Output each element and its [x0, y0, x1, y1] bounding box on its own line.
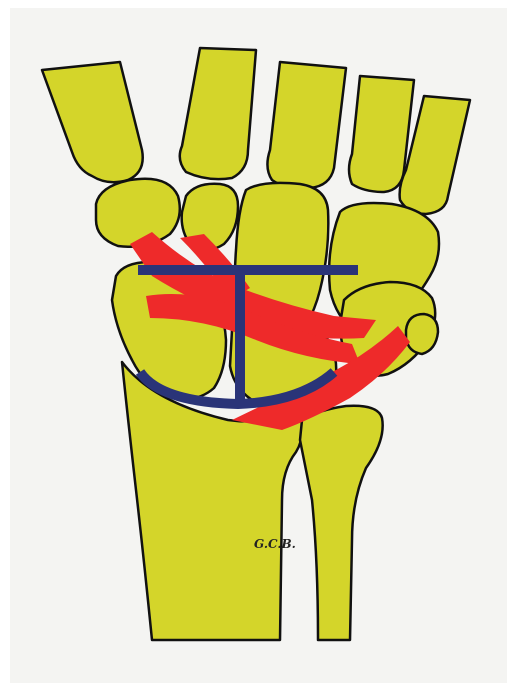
trapezium	[96, 179, 180, 247]
metacarpal-3	[267, 62, 346, 188]
pisiform	[406, 314, 438, 354]
signature: G.C.B.	[254, 537, 296, 551]
